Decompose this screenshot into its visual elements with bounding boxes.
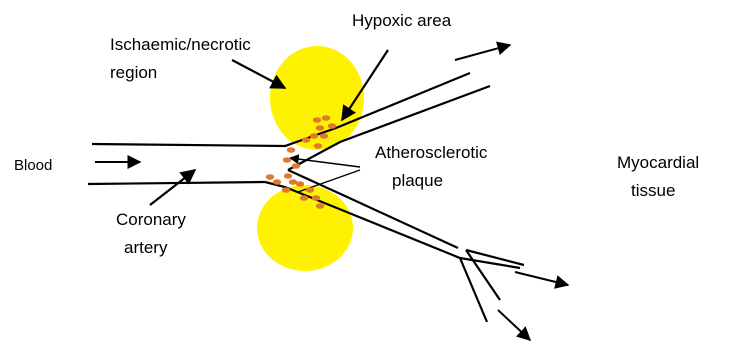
- plaque-dot: [322, 115, 330, 121]
- plaque-dot: [302, 137, 310, 143]
- plaque-dot: [314, 143, 322, 149]
- plaque-dot: [282, 187, 290, 193]
- label-hypoxic-area: Hypoxic area: [352, 11, 452, 30]
- plaque-dot: [273, 179, 281, 185]
- plaque-dot: [306, 187, 314, 193]
- plaque-dot: [296, 181, 304, 187]
- plaque-dot: [283, 157, 291, 163]
- plaque-dot: [316, 125, 324, 131]
- plaque-dot: [320, 133, 328, 139]
- plaque-dot: [284, 173, 292, 179]
- plaque-dot: [313, 117, 321, 123]
- plaque-dot: [328, 123, 336, 129]
- label-atherosclerotic-line2: plaque: [392, 171, 443, 190]
- plaque-dot: [287, 147, 295, 153]
- outflow-arrow-lower: [498, 310, 530, 340]
- plaque-dot: [266, 174, 274, 180]
- label-myocardial-line2: tissue: [631, 181, 675, 200]
- plaque-dot: [316, 203, 324, 209]
- label-atherosclerotic-line1: Atherosclerotic: [375, 143, 488, 162]
- outflow-arrow-middle: [515, 272, 568, 285]
- outflow-arrow-upper: [455, 45, 510, 60]
- label-myocardial-line1: Myocardial: [617, 153, 699, 172]
- label-coronary-line1: Coronary: [116, 210, 186, 229]
- plaque-dot: [292, 163, 300, 169]
- label-blood: Blood: [14, 157, 52, 174]
- lower-branch-fork-wall: [460, 258, 487, 322]
- coronary-pointer-arrow: [150, 170, 195, 205]
- label-ischaemic-line1: Ischaemic/necrotic: [110, 35, 251, 54]
- label-coronary-line2: artery: [124, 238, 168, 257]
- plaque-dot: [310, 133, 318, 139]
- label-ischaemic-line2: region: [110, 63, 157, 82]
- plaque-dot: [312, 195, 320, 201]
- plaque-dot: [300, 195, 308, 201]
